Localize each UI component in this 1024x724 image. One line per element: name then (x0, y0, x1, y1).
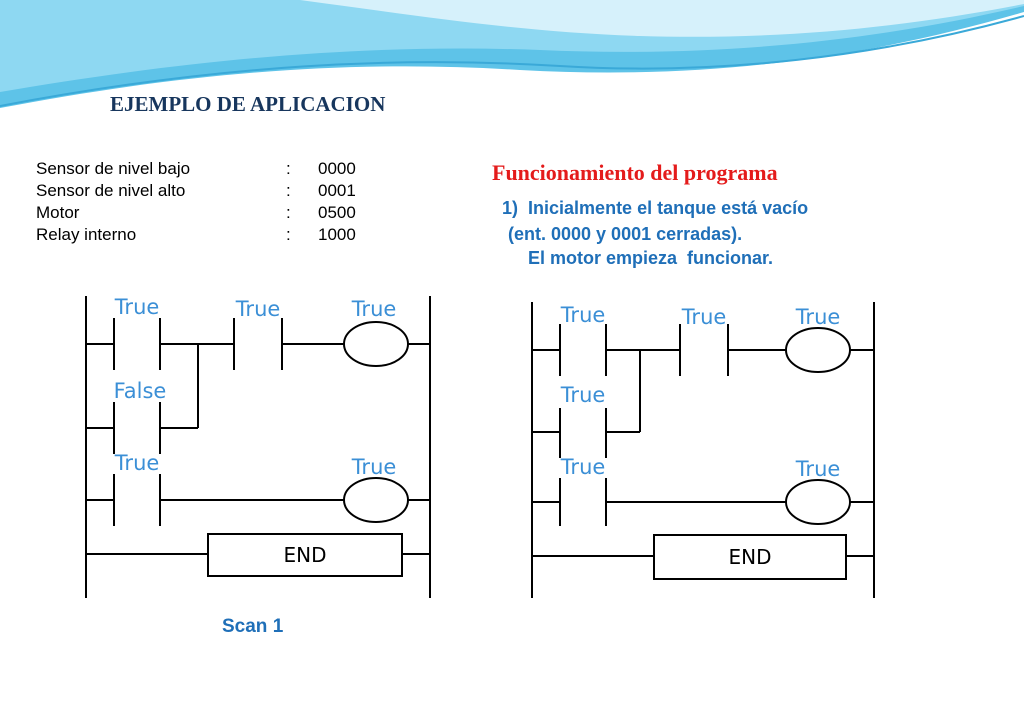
contact-1000-state: True (560, 383, 606, 407)
address-name: Sensor de nivel bajo (36, 159, 191, 178)
slide-title: EJEMPLO DE APLICACION (110, 92, 386, 116)
address-row: Sensor de nivel alto : 0001 (36, 180, 356, 202)
end-instruction: END (729, 545, 772, 569)
address-table: Sensor de nivel bajo : 0000 Sensor de ni… (36, 158, 356, 246)
header-wave-decoration (0, 0, 1024, 108)
diagram-caption: Scan 1 (222, 616, 284, 637)
contact-1000-state: False (114, 379, 167, 403)
ladder-diagram-scan-1: True True True False True True END (85, 295, 431, 598)
contact-0001-state: True (681, 305, 727, 329)
ladder-wiring (85, 296, 431, 598)
section-title: Funcionamiento del programa (492, 160, 778, 185)
address-value: 0000 (318, 159, 356, 178)
contact-0001-state: True (235, 297, 281, 321)
address-separator: : (286, 181, 291, 200)
ladder-wiring (531, 302, 875, 598)
end-instruction: END (284, 543, 327, 567)
address-name: Sensor de nivel alto (36, 181, 186, 200)
coil-0500-state: True (795, 457, 841, 481)
contact-0000-state: True (114, 295, 160, 319)
address-value: 1000 (318, 225, 356, 244)
address-value: 0001 (318, 181, 356, 200)
step-number: 1) (502, 198, 519, 218)
address-value: 0500 (318, 203, 356, 222)
address-separator: : (286, 203, 291, 222)
coil-0500-state: True (351, 455, 397, 479)
address-separator: : (286, 159, 291, 178)
contact-1000-rung2-state: True (114, 451, 160, 475)
address-row: Relay interno : 1000 (36, 224, 356, 246)
step-text: Inicialmente el tanque está vacío (528, 198, 809, 218)
address-separator: : (286, 225, 291, 244)
address-row: Motor : 0500 (36, 202, 356, 224)
address-row: Sensor de nivel bajo : 0000 (36, 158, 356, 180)
address-name: Relay interno (36, 225, 137, 244)
step-1-line-2: (ent. 0000 y 0001 cerradas). (508, 224, 743, 244)
step-1-line-1: 1) Inicialmente el tanque está vacío (502, 198, 808, 219)
contact-0000-state: True (560, 303, 606, 327)
ladder-diagram-step-1: True True True True True True END (531, 302, 875, 598)
contact-1000-rung2-state: True (560, 455, 606, 479)
address-name: Motor (36, 203, 80, 222)
coil-1000-state: True (795, 305, 841, 329)
step-1-line-3: El motor empieza funcionar. (528, 248, 774, 268)
coil-1000-state: True (351, 297, 397, 321)
